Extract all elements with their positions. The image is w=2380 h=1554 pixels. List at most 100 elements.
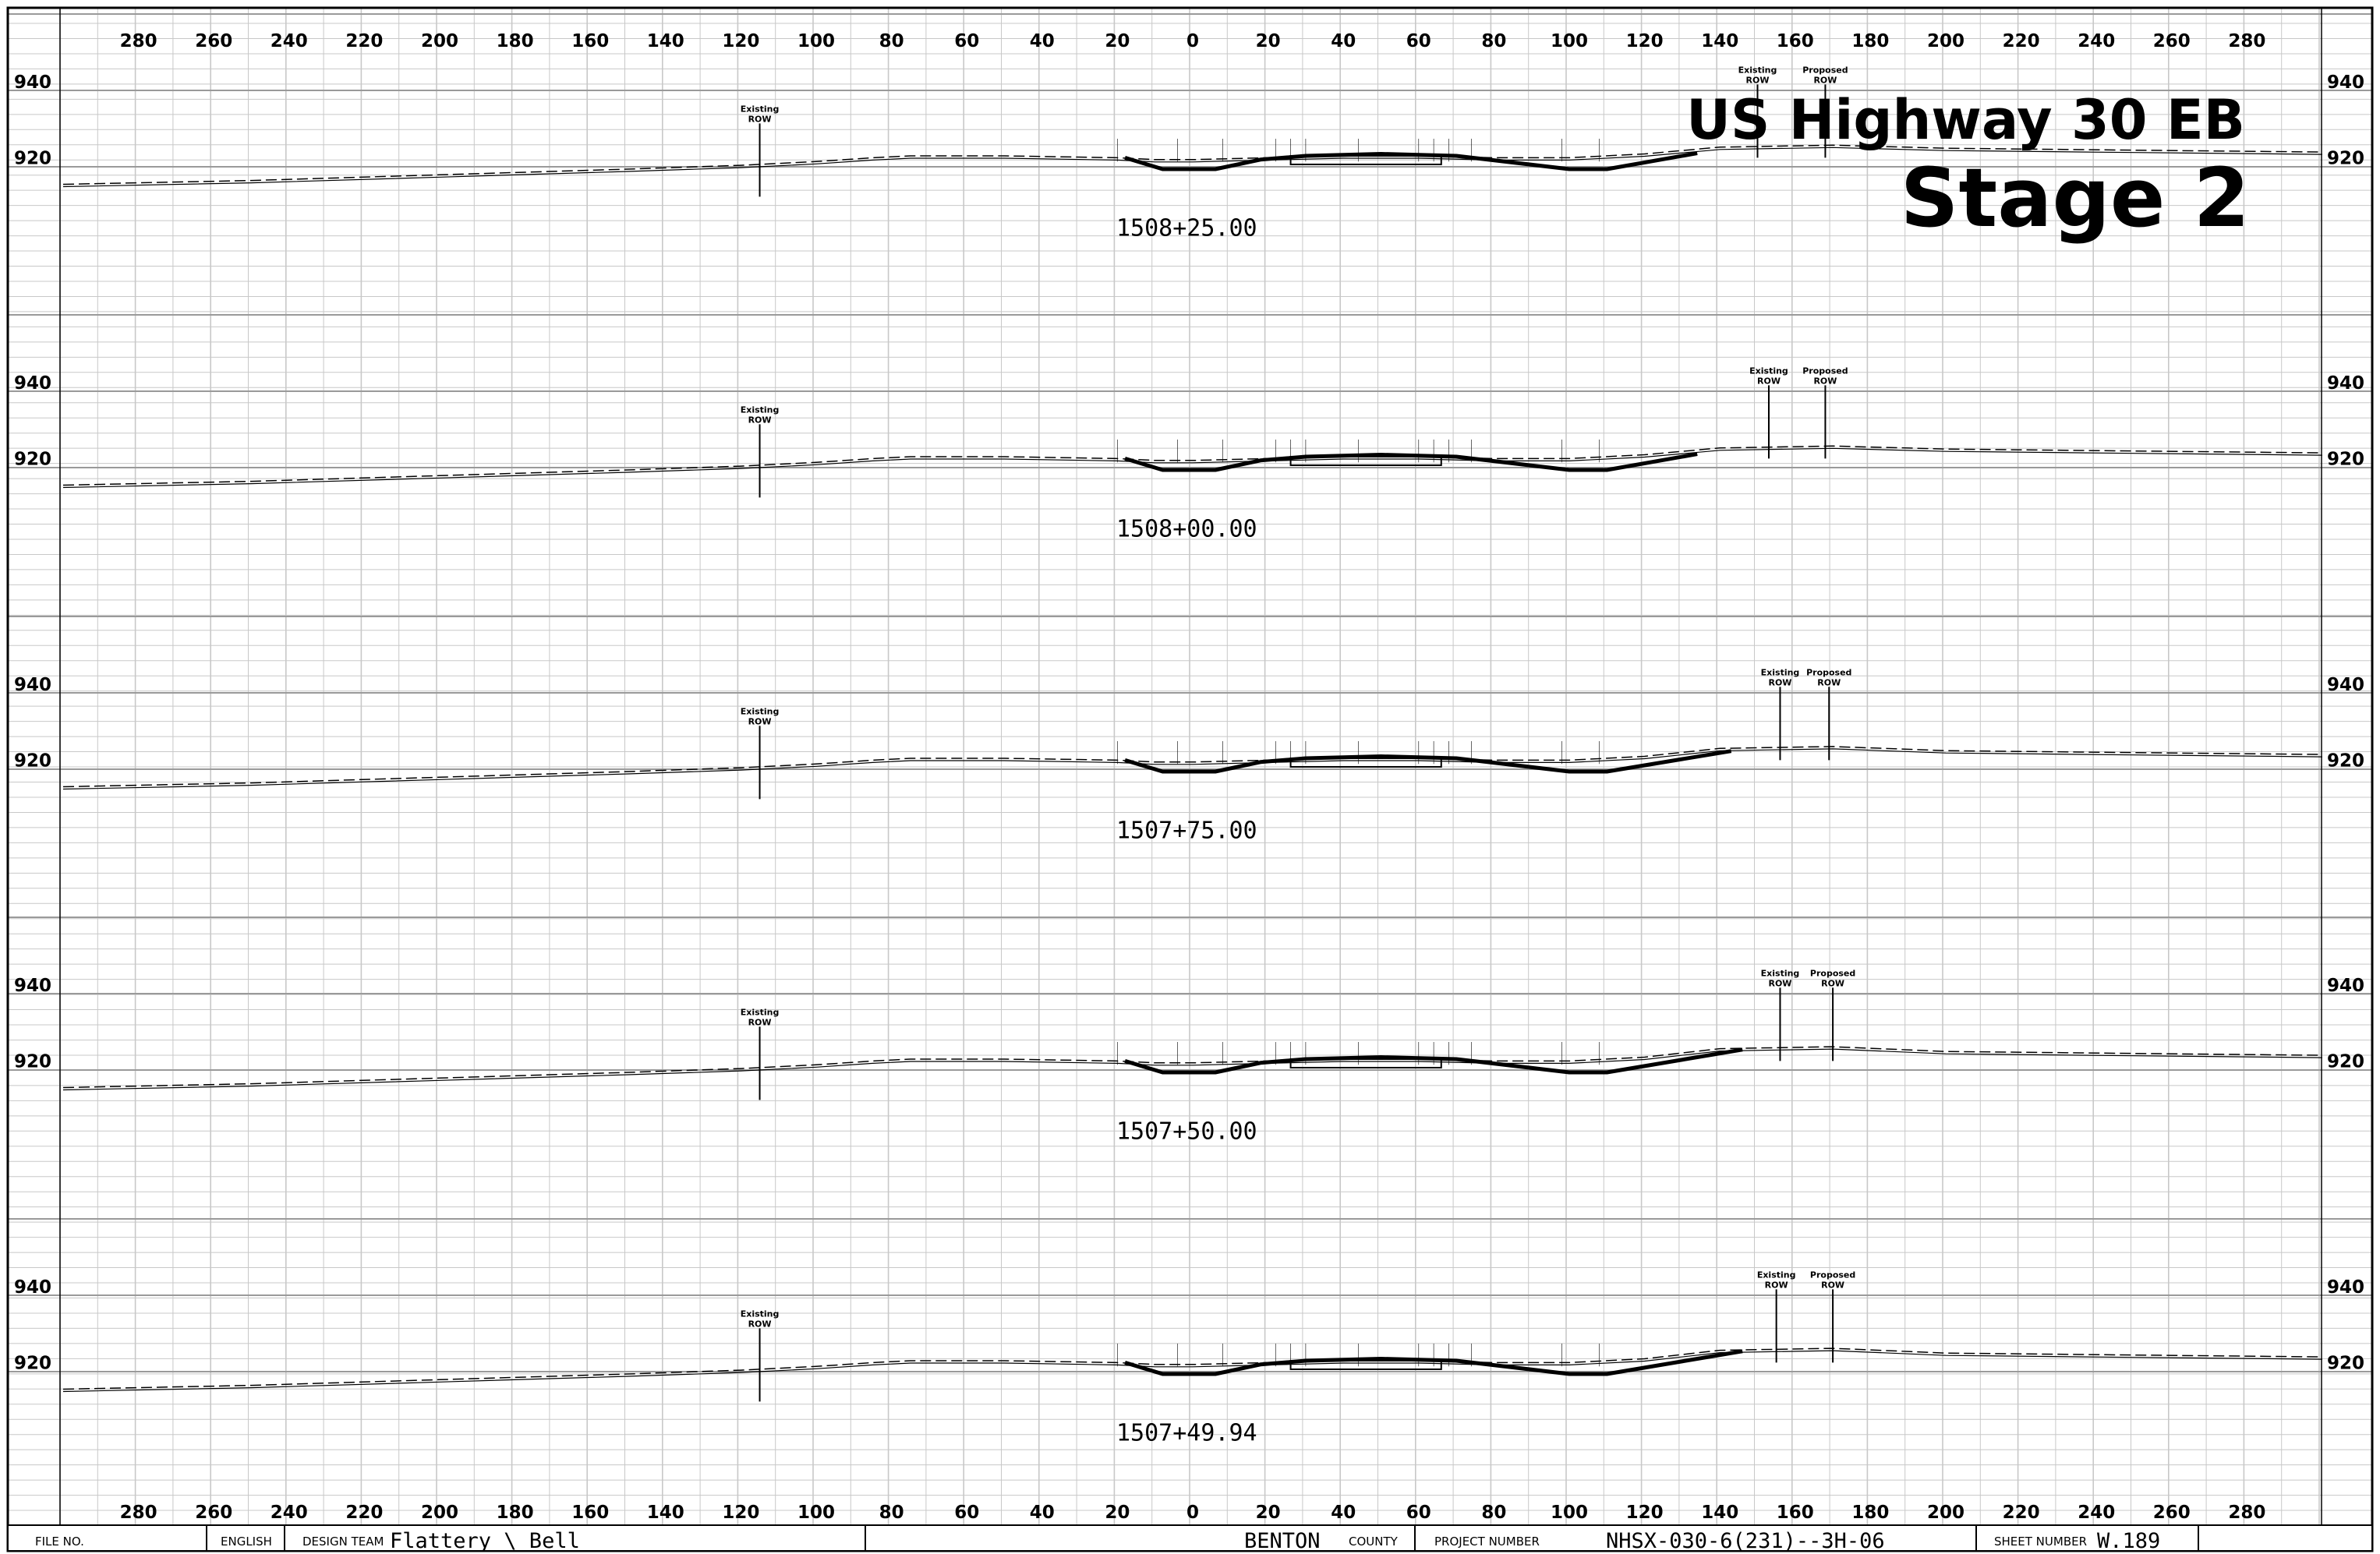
offset-label-bottom: 200 <box>1927 1503 1964 1523</box>
station-label: 1507+49.94 <box>1116 1419 1257 1446</box>
offset-label-bottom: 100 <box>1551 1503 1588 1523</box>
units-label: ENGLISH <box>221 1535 272 1549</box>
elevation-label-left: 920 <box>14 148 51 168</box>
title-line-2: Stage 2 <box>1901 150 2250 245</box>
elevation-label-left: 920 <box>14 751 51 771</box>
offset-label-top: 180 <box>497 31 534 51</box>
station-label: 1508+00.00 <box>1116 515 1257 542</box>
offset-label-top: 60 <box>954 31 979 51</box>
offset-label-top: 40 <box>1030 31 1055 51</box>
county-label: COUNTY <box>1349 1535 1399 1549</box>
row-marker-sublabel: ROW <box>1768 978 1791 988</box>
row-marker-sublabel: ROW <box>1757 376 1781 386</box>
station-label: 1508+25.00 <box>1116 214 1257 242</box>
offset-label-bottom: 120 <box>1626 1503 1664 1523</box>
row-marker-sublabel: ROW <box>1817 677 1841 687</box>
row-marker-label: Existing <box>1761 968 1800 978</box>
offset-label-bottom: 40 <box>1331 1503 1356 1523</box>
row-marker-label: Proposed <box>1802 366 1848 376</box>
row-marker-sublabel: ROW <box>1813 376 1837 386</box>
offset-label-top: 160 <box>1777 31 1814 51</box>
title-block: FILE NO. ENGLISH DESIGN TEAM Flattery \ … <box>7 1524 2373 1553</box>
row-marker-label: Existing <box>741 104 780 114</box>
offset-label-top: 180 <box>1851 31 1889 51</box>
row-marker-sublabel: ROW <box>748 1017 772 1027</box>
offset-label-top: 60 <box>1406 31 1431 51</box>
offset-label-bottom: 160 <box>571 1503 609 1523</box>
offset-label-top: 240 <box>271 31 308 51</box>
row-marker-sublabel: ROW <box>748 415 772 425</box>
sheet-number-value: W.189 <box>2097 1529 2160 1553</box>
county-value: BENTON <box>1244 1529 1321 1553</box>
finished-surface-line <box>62 447 2323 489</box>
elevation-label-right: 920 <box>2327 148 2364 168</box>
offset-label-bottom: 60 <box>1406 1503 1431 1523</box>
offset-label-top: 80 <box>879 31 904 51</box>
existing-ground-line <box>62 1046 2323 1089</box>
offset-label-bottom: 180 <box>1851 1503 1889 1523</box>
offset-label-top: 260 <box>2153 31 2191 51</box>
row-marker-label: Existing <box>1738 65 1777 75</box>
design-team-value: Flattery \ Bell <box>390 1529 580 1553</box>
existing-ground-line <box>62 144 2323 185</box>
offset-label-top: 0 <box>1186 31 1199 51</box>
row-marker-sublabel: ROW <box>1765 1280 1788 1290</box>
offset-label-bottom: 80 <box>1481 1503 1506 1523</box>
offset-label-bottom: 140 <box>1701 1503 1738 1523</box>
row-marker-label: Proposed <box>1802 65 1848 75</box>
offset-label-top: 240 <box>2078 31 2115 51</box>
design-team-label: DESIGN TEAM <box>302 1535 384 1549</box>
elevation-label-left: 920 <box>14 1051 51 1072</box>
offset-label-top: 40 <box>1331 31 1356 51</box>
elevation-label-left: 940 <box>14 976 51 996</box>
offset-label-bottom: 0 <box>1186 1503 1199 1523</box>
elevation-label-right: 940 <box>2327 1277 2364 1298</box>
row-marker-sublabel: ROW <box>748 716 772 726</box>
existing-ground-line <box>62 746 2323 788</box>
offset-label-bottom: 280 <box>120 1503 157 1523</box>
row-marker-sublabel: ROW <box>1813 75 1837 85</box>
offset-label-bottom: 260 <box>2153 1503 2191 1523</box>
elevation-label-right: 940 <box>2327 675 2364 695</box>
offset-label-bottom: 220 <box>2003 1503 2040 1523</box>
offset-label-bottom: 120 <box>722 1503 759 1523</box>
offset-label-top: 100 <box>797 31 835 51</box>
elevation-label-right: 920 <box>2327 1353 2364 1373</box>
offset-label-bottom: 80 <box>879 1503 904 1523</box>
offset-label-bottom: 60 <box>954 1503 979 1523</box>
row-marker-label: Existing <box>741 1007 780 1017</box>
offset-label-bottom: 100 <box>797 1503 835 1523</box>
offset-label-bottom: 180 <box>497 1503 534 1523</box>
existing-ground-line <box>62 1347 2323 1390</box>
elevation-label-right: 920 <box>2327 449 2364 469</box>
offset-label-top: 140 <box>1701 31 1738 51</box>
row-marker-label: Existing <box>741 1309 780 1319</box>
finished-surface-line <box>62 1048 2323 1091</box>
offset-label-top: 200 <box>1927 31 1964 51</box>
row-marker-label: Proposed <box>1810 1270 1855 1280</box>
offset-label-bottom: 280 <box>2228 1503 2265 1523</box>
offset-label-bottom: 20 <box>1256 1503 1281 1523</box>
elevation-label-left: 940 <box>14 1277 51 1298</box>
offset-label-top: 20 <box>1256 31 1281 51</box>
proposed-roadway <box>1124 452 1698 472</box>
offset-label-top: 280 <box>2228 31 2265 51</box>
offset-label-top: 220 <box>2003 31 2040 51</box>
offset-label-top: 280 <box>120 31 157 51</box>
proposed-roadway <box>1124 1047 1743 1075</box>
offset-label-bottom: 160 <box>1777 1503 1814 1523</box>
project-number-value: NHSX-030-6(231)--3H-06 <box>1606 1529 1885 1553</box>
